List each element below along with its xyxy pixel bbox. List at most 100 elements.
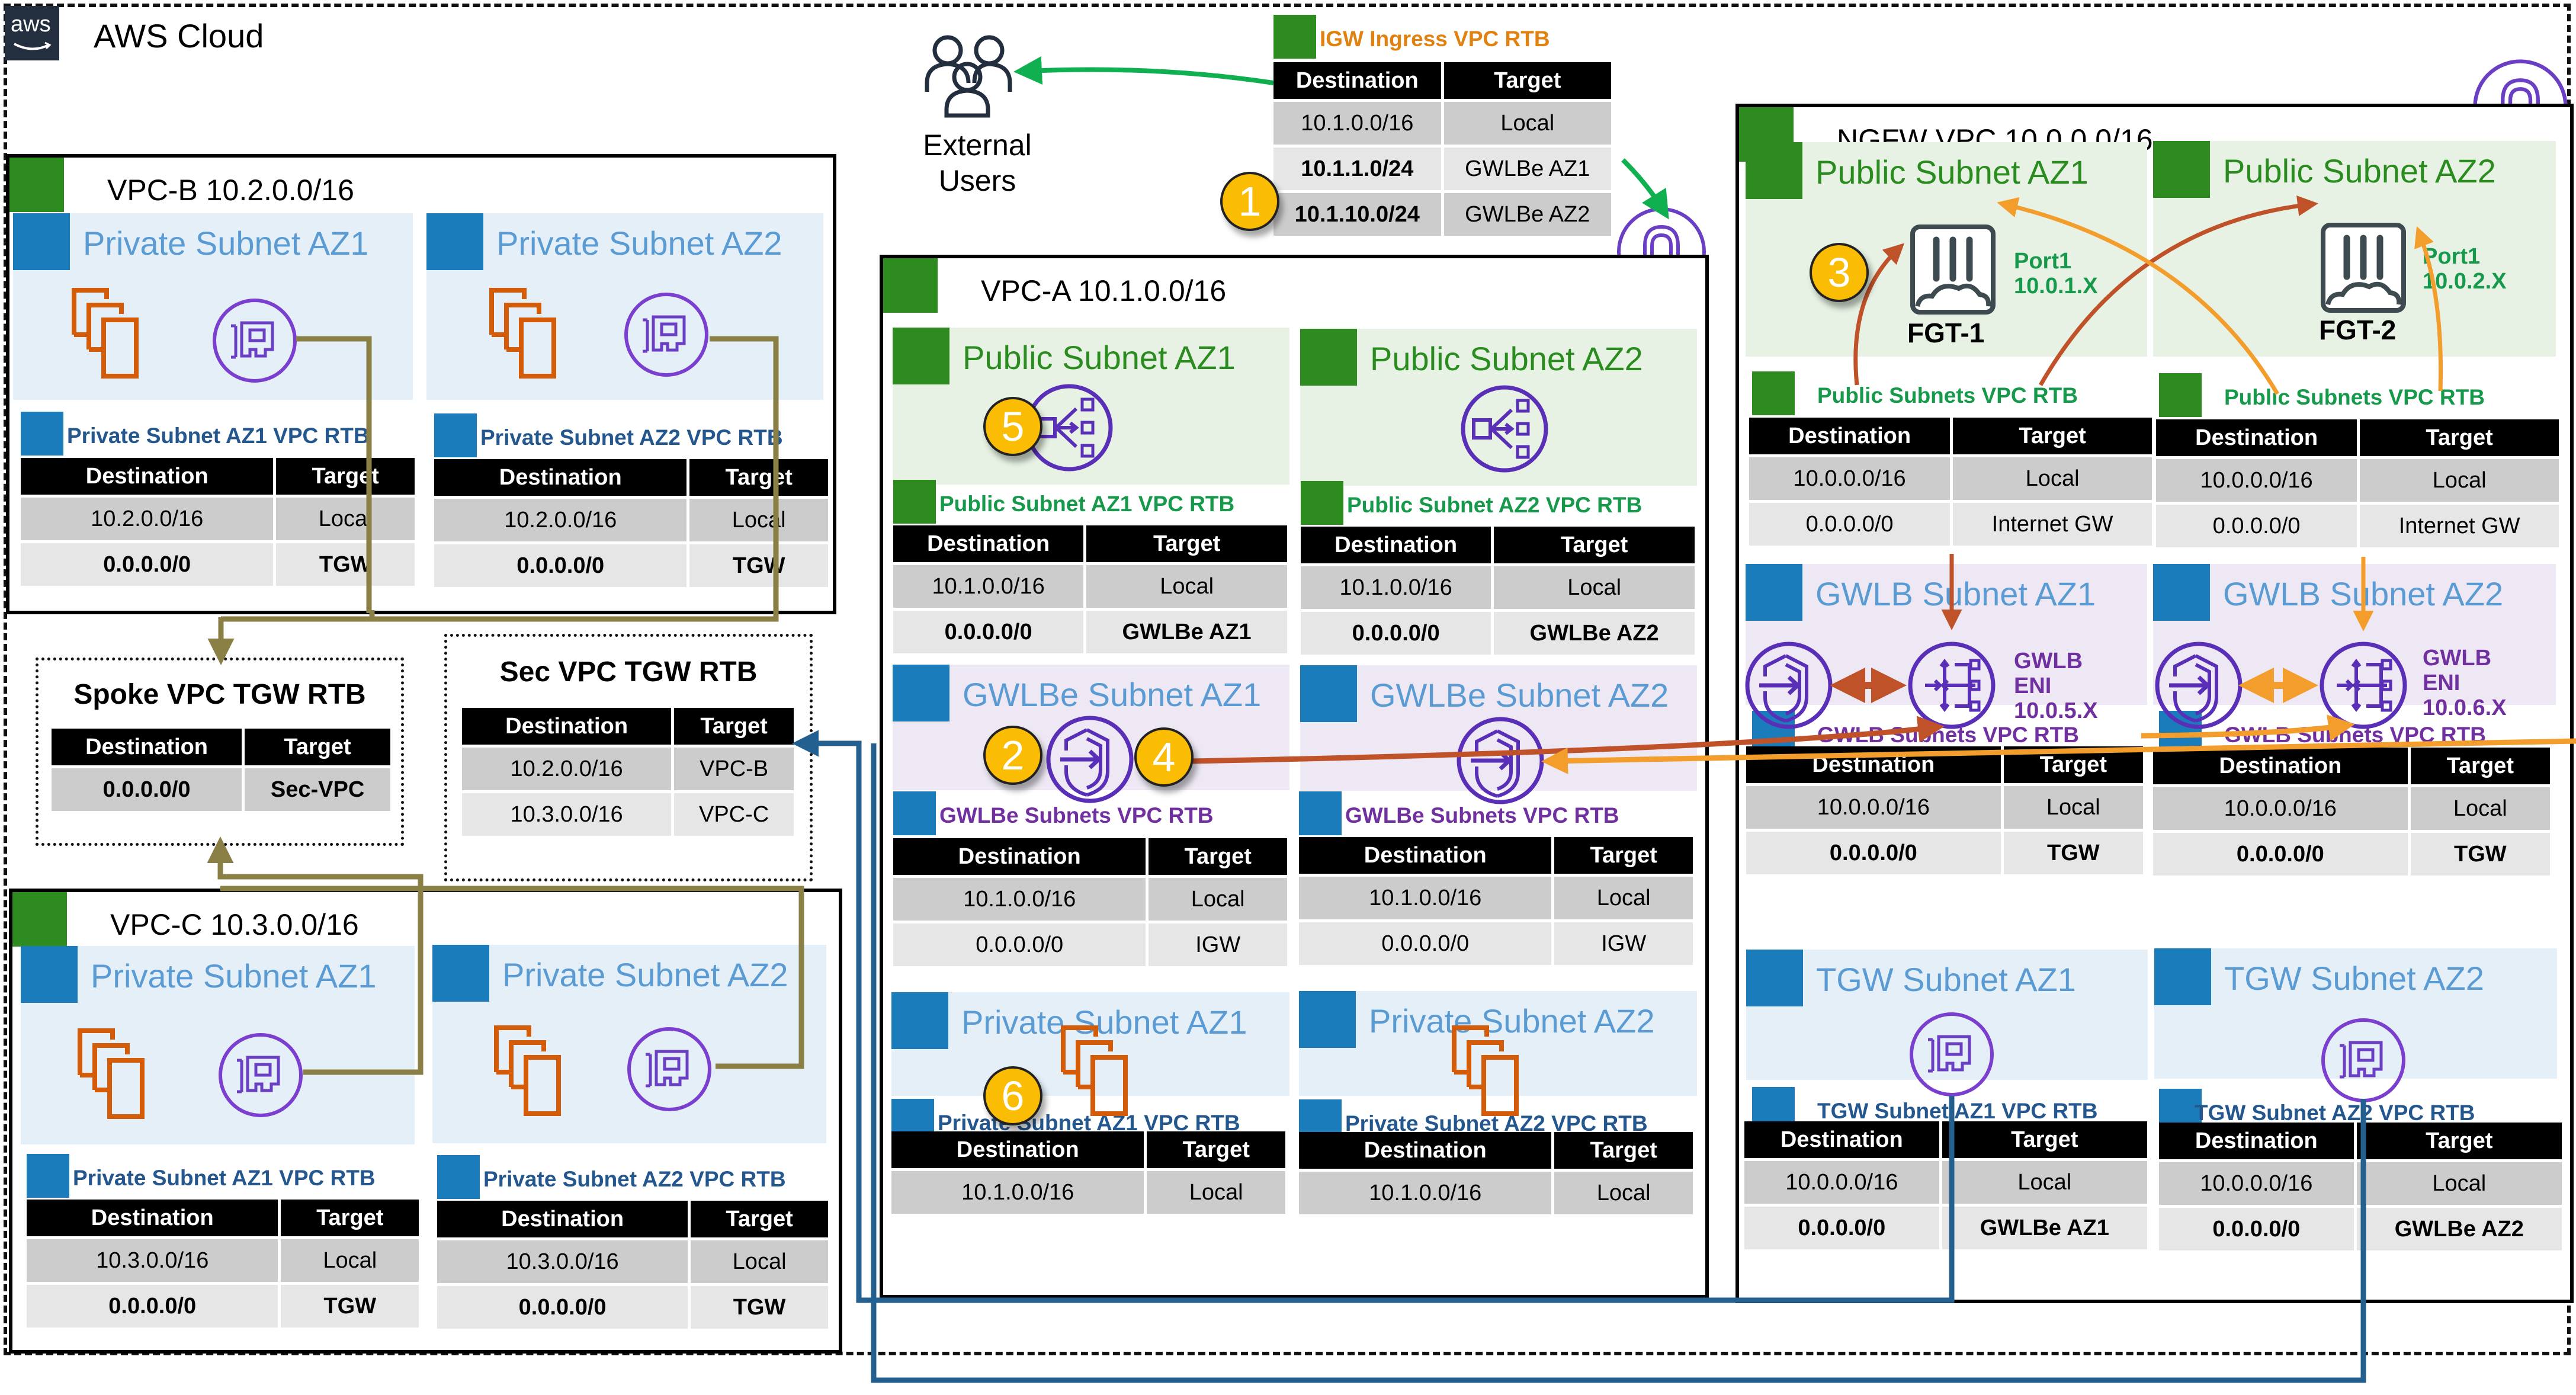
table-cell: 10.1.0.0/16 (891, 1171, 1144, 1214)
table-header-cell: Destination (1299, 1132, 1552, 1169)
vpc-a-public-subnet-az1: Public Subnet AZ1 (893, 328, 1289, 485)
lock-icon (1273, 15, 1316, 59)
lock-icon (1299, 791, 1342, 835)
table-header-cell: Target (1443, 62, 1611, 99)
table-cell: Sec-VPC (245, 768, 390, 811)
table-header-cell: Target (1554, 1132, 1693, 1169)
aws-smile-icon (14, 41, 52, 50)
table-cell: Local (1086, 565, 1287, 608)
vpc-b-az2-rtb-header: Private Subnet AZ2 VPC RTB (434, 413, 813, 457)
table-header-cell: Target (1953, 418, 2152, 454)
external-users-label: External Users (923, 129, 1032, 197)
table-header-cell: Target (1086, 525, 1287, 562)
table-header-cell: Target (2410, 748, 2550, 784)
lock-icon (1300, 329, 1357, 386)
table-cell: 10.1.1.0/24 (1273, 147, 1441, 190)
table-cell: GWLBe AZ1 (1086, 611, 1287, 653)
table-cell: 0.0.0.0/0 (21, 543, 274, 586)
lock-icon (21, 946, 78, 1003)
table-header-cell: Target (1942, 1121, 2147, 1158)
table-cell: GWLBe AZ1 (1942, 1207, 2147, 1249)
step-badge-4: 4 (1134, 727, 1194, 787)
vpc-a-gwlbe-subnet-az2: GWLBe Subnet AZ2 (1300, 665, 1697, 791)
vpc-a-public-subnet-az2: Public Subnet AZ2 (1300, 329, 1697, 486)
table-cell: TGW (691, 1286, 828, 1329)
table-header-cell: Target (1554, 837, 1693, 874)
table-header-cell: Destination (52, 729, 242, 765)
lock-icon (1746, 142, 1802, 199)
table-header-cell: Destination (2153, 748, 2408, 784)
table-header-cell: Destination (893, 838, 1146, 875)
table-header-cell: Target (281, 1200, 419, 1236)
table-cell: 0.0.0.0/0 (434, 544, 687, 587)
lock-icon (891, 992, 948, 1049)
table-cell: Local (1953, 457, 2152, 500)
table-cell: GWLBe AZ1 (1443, 147, 1611, 190)
lock-icon (1299, 991, 1356, 1048)
vpc-cloud-icon (883, 258, 938, 313)
table-cell: TGW (281, 1285, 419, 1327)
table-header-cell: Target (1147, 1131, 1285, 1168)
table-cell: Local (689, 499, 828, 541)
table-cell: 0.0.0.0/0 (1301, 612, 1491, 655)
step-badge-1: 1 (1220, 172, 1279, 231)
lock-icon (434, 413, 477, 457)
table-cell: 10.1.0.0/16 (1299, 877, 1552, 919)
table-cell: 0.0.0.0/0 (2159, 1208, 2354, 1250)
table-cell: Internet GW (2360, 505, 2559, 547)
table-cell: 10.3.0.0/16 (437, 1240, 688, 1283)
step-badge-6: 6 (983, 1066, 1042, 1125)
table-cell: 0.0.0.0/0 (27, 1285, 278, 1327)
table-cell: TGW (689, 544, 828, 587)
step-badge-2: 2 (983, 726, 1042, 785)
table-header-cell: Target (2356, 1123, 2562, 1159)
lock-icon (1752, 371, 1795, 415)
table-cell: Local (2410, 787, 2550, 830)
table-cell: VPC-B (674, 748, 794, 790)
table-cell: 10.2.0.0/16 (434, 499, 687, 541)
table-header-cell: Destination (462, 708, 672, 745)
table-header-cell: Destination (1749, 418, 1951, 454)
table-header-cell: Target (2003, 746, 2143, 783)
vpc-b-az1-rtb-header: Private Subnet AZ1 VPC RTB (21, 412, 400, 456)
table-cell: Local (276, 498, 415, 540)
vpc-a-public-az1-rtb-header: Public Subnet AZ1 VPC RTB (893, 480, 1272, 524)
lock-icon (13, 213, 70, 270)
lock-icon (1300, 665, 1357, 722)
table-cell: 10.3.0.0/16 (462, 793, 672, 836)
table-header-cell: Destination (1273, 62, 1441, 99)
table-cell: 10.2.0.0/16 (21, 498, 274, 540)
lock-icon (437, 1155, 480, 1199)
vpc-a-private-subnet-az2: Private Subnet AZ2 (1299, 991, 1697, 1096)
table-header-cell: Destination (2159, 1123, 2354, 1159)
step-badge-3: 3 (1810, 243, 1869, 302)
ngfw-public-az2-rtb-header: Public Subnets VPC RTB (2159, 373, 2538, 417)
